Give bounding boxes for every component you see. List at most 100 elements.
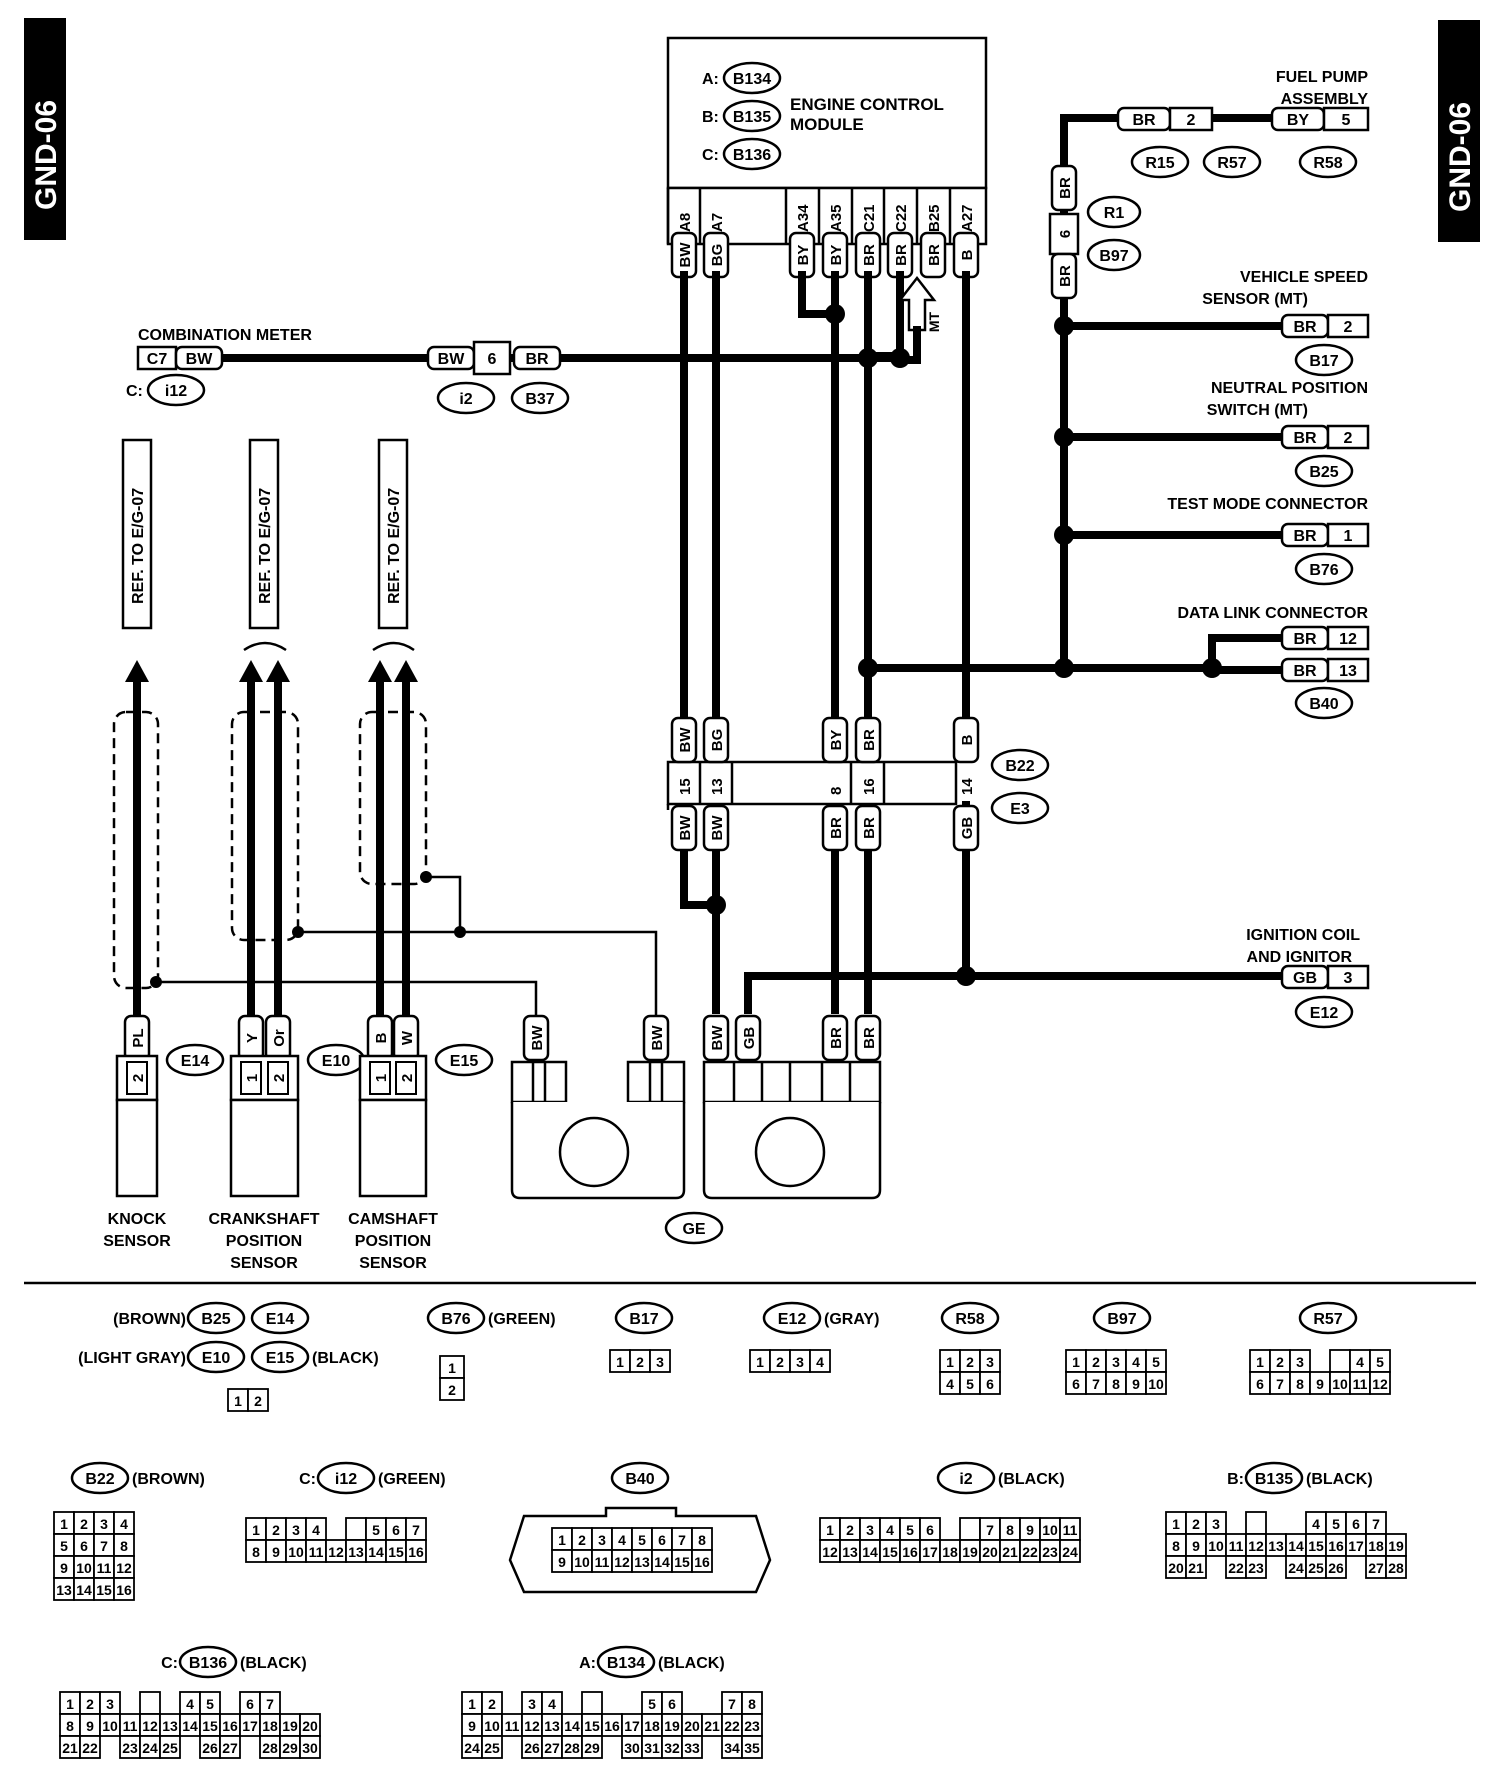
legend-grid-cell: 3 [866,1522,874,1538]
legend-B25-text: B25 [201,1311,230,1328]
legend-grid-cell: 2 [636,1354,644,1370]
svg-text:GND-06: GND-06 [30,100,63,210]
legend-grid-cell: 5 [206,1696,214,1712]
ref-B40: B40 [1294,686,1354,720]
fuel-wire-right: BY [1270,106,1326,132]
legend-grid-cell: 12 [1248,1538,1264,1554]
ref-e3: E3 [990,791,1050,825]
ref-R58: R58 [1298,145,1358,179]
legend-grid-cell: 30 [624,1740,640,1756]
legend-grid-cell: 31 [644,1740,660,1756]
b22-wire: BR [854,716,882,764]
e3-wire: BW [702,804,730,852]
legend-grid-cell: 2 [448,1382,456,1398]
legend-grid-cell: 2 [966,1354,974,1370]
legend-head: B97 [1092,1301,1152,1335]
ref-i2-text: i2 [459,391,472,408]
legend-B40: B40 [610,1461,670,1495]
legend-grid-cell: 3 [106,1696,114,1712]
legend-grid-cell: 18 [644,1718,660,1734]
e3-pin-15: 15 [677,778,694,795]
sensor-wire: W [392,1014,420,1062]
legend-head-post: (BLACK) [1306,1471,1373,1488]
legend-grid-cell: 13 [348,1544,364,1560]
legend-grid-cell: 2 [86,1696,94,1712]
legend-grid-cell: 1 [1072,1354,1080,1370]
legend-head: C:i12(GREEN) [299,1461,446,1495]
legend-grid-cell: 3 [528,1696,536,1712]
combination-meter-wire: BW [174,345,224,371]
ref-B76: B76 [1294,552,1354,586]
legend-E14-text: E14 [266,1311,295,1328]
legend-E10: E10 [186,1340,246,1374]
legend-grid-cell: 3 [796,1354,804,1370]
legend-grid-cell: 3 [100,1516,108,1532]
sensor-wire-text: W [399,1030,416,1045]
legend-grid-cell: 10 [288,1544,304,1560]
legend-grid-cell: 10 [484,1718,500,1734]
ground-wire-right-text: BR [828,1027,845,1049]
sensor-name-line1: CAMSHAFT [348,1211,438,1228]
fuel-wire-right-text: BY [1287,112,1310,129]
legend-grid-cell: 5 [638,1532,646,1548]
ref-b22: B22 [990,748,1050,782]
ref-r1-text: R1 [1104,205,1125,222]
ignition-wire: GB [1280,964,1330,990]
ignition-wire-text: GB [1293,970,1317,987]
r1-wire-bottom: BR [1050,252,1078,300]
legend-R58-text: R58 [955,1311,984,1328]
joint-wire-right-text: BR [525,351,549,368]
legend-grid-cell: 23 [1042,1544,1058,1560]
e3-wire: BR [854,804,882,852]
legend-grid-cell: 20 [1168,1560,1184,1576]
legend-B40-text: B40 [625,1471,654,1488]
legend-grid-cell: 16 [408,1544,424,1560]
legend-grid-cell: 1 [826,1522,834,1538]
legend-grid-cell: 1 [756,1354,764,1370]
ref-R15-text: R15 [1145,155,1174,172]
legend-grid-cell: 9 [1192,1538,1200,1554]
ref-E10-text: E10 [322,1053,351,1070]
legend-grid-cell: 7 [100,1538,108,1554]
legend-head-pre: C: [299,1471,316,1488]
legend-grid-cell: 17 [922,1544,938,1560]
legend-grid-cell: 9 [60,1560,68,1576]
ref-R15: R15 [1130,145,1190,179]
ecm-pin-A34: A34 [795,204,812,232]
legend-head-post: (GRAY) [824,1311,879,1328]
legend-grid-cell: 24 [142,1740,158,1756]
ecm-conn-B134-text: B134 [733,71,771,88]
legend-grid-cell: 7 [1276,1376,1284,1392]
legend-grid-cell: 6 [80,1538,88,1554]
ref-label: REF. TO E/G-07 [257,488,274,604]
legend-grid-cell: 12 [822,1544,838,1560]
legend-E15-text: E15 [266,1350,295,1367]
ref-E14-text: E14 [181,1053,210,1070]
legend-grid-cell: 4 [886,1522,894,1538]
legend-grid-cell: 5 [60,1538,68,1554]
legend-grid-cell: 6 [1352,1516,1360,1532]
legend-grid-cell: 11 [309,1544,324,1560]
ref-i2: i2 [436,381,496,415]
legend-R57: R57 [1298,1301,1358,1335]
legend-grid-cell: 27 [1368,1560,1384,1576]
ref-b22-text: B22 [1005,758,1034,775]
legend-grid-cell: 15 [882,1544,898,1560]
ref-label: REF. TO E/G-07 [130,488,147,604]
fuel-pin-left: 2 [1168,106,1214,132]
right-conn-pin: 1 [1326,522,1370,548]
legend-head: B40 [610,1461,670,1495]
legend-head-pre: (LIGHT GRAY) [78,1350,186,1367]
legend-grid-cell: 25 [162,1740,178,1756]
legend-grid-cell: 10 [1148,1376,1164,1392]
legend-B17-text: B17 [629,1311,658,1328]
b22-wire: B [952,716,980,764]
dlc-pin: 13 [1326,657,1370,683]
legend-E10-text: E10 [202,1350,231,1367]
